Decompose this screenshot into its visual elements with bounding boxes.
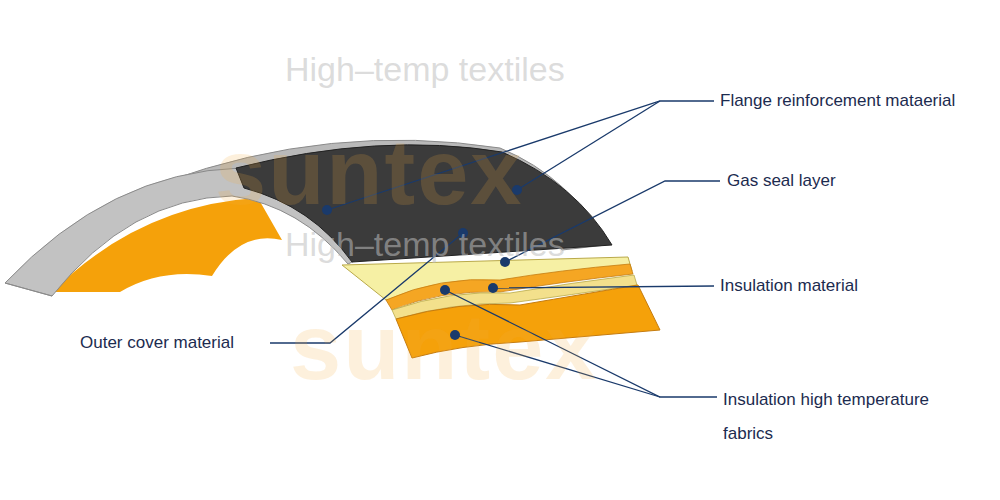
part-label: Gas seal layer [727, 170, 836, 192]
watermark-text: High–temp textiles [285, 50, 565, 89]
part-label: Insulation high temperature fabrics [723, 383, 973, 451]
watermark-logo: suntex [290, 295, 599, 400]
part-label: Flange reinforcement mataerial [720, 90, 955, 112]
watermark-logo: suntex [215, 120, 524, 225]
watermark-text: High–temp textiles [285, 225, 565, 264]
part-label: Insulation material [720, 275, 858, 297]
part-label: Outer cover material [80, 332, 234, 354]
